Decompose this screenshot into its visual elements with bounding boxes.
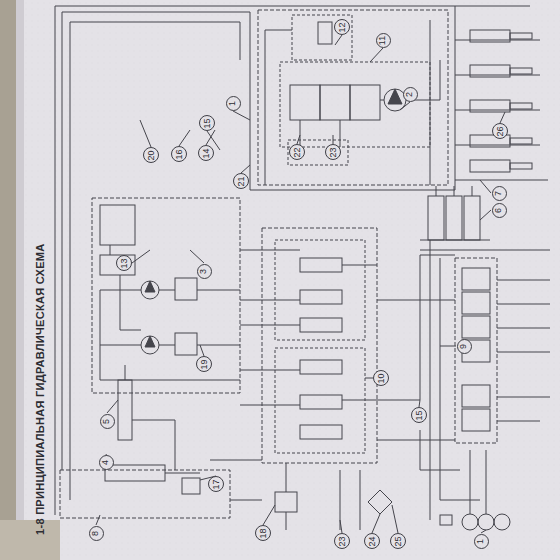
callout-text: 13 bbox=[119, 258, 128, 268]
callout-text: 4 bbox=[101, 459, 110, 464]
callout-text: 15 bbox=[414, 410, 423, 420]
callout-number: 1 bbox=[474, 534, 489, 549]
callout-text: 7 bbox=[494, 190, 503, 195]
callout-text: 9 bbox=[459, 343, 468, 348]
callout-number: 2 bbox=[403, 87, 418, 102]
callout-number: 14 bbox=[198, 145, 214, 161]
callout-text: 5 bbox=[102, 418, 111, 423]
callout-number: 5 bbox=[100, 414, 115, 429]
callout-text: 15 bbox=[202, 118, 211, 128]
callout-text: 23 bbox=[337, 536, 346, 546]
callout-text: 12 bbox=[337, 22, 346, 32]
callout-text: 16 bbox=[174, 149, 183, 159]
callout-text: 22 bbox=[292, 147, 301, 157]
callout-number: 8 bbox=[89, 526, 104, 541]
callout-text: 24 bbox=[367, 536, 376, 546]
callout-text: 10 bbox=[376, 373, 385, 383]
book-corner bbox=[0, 520, 60, 560]
callout-number: 23 bbox=[325, 144, 341, 160]
callout-number: 13 bbox=[116, 255, 132, 271]
callout-number: 4 bbox=[99, 455, 114, 470]
callout-text: 18 bbox=[258, 528, 267, 538]
callout-number: 11 bbox=[376, 33, 391, 48]
callout-number: 21 bbox=[233, 173, 249, 189]
callout-text: 23 bbox=[328, 147, 337, 157]
page-gutter bbox=[16, 0, 24, 560]
callout-text: 8 bbox=[91, 530, 100, 535]
callout-text: 11 bbox=[379, 35, 388, 44]
callout-number: 12 bbox=[334, 19, 350, 35]
callout-text: 17 bbox=[211, 479, 220, 489]
callout-number: 20 bbox=[143, 147, 159, 163]
callout-number: 15 bbox=[411, 407, 427, 423]
callout-text: 6 bbox=[494, 207, 503, 212]
callout-text: 3 bbox=[199, 268, 208, 273]
callout-number: 24 bbox=[364, 533, 380, 549]
callout-number: 16 bbox=[171, 146, 187, 162]
callout-number: 10 bbox=[373, 370, 389, 386]
callout-number: 15 bbox=[199, 115, 215, 131]
callout-text: 19 bbox=[199, 359, 208, 369]
callout-number: 6 bbox=[492, 203, 507, 218]
callout-text: 14 bbox=[201, 148, 210, 158]
callout-text: 25 bbox=[393, 536, 402, 546]
callout-text: 1 bbox=[228, 100, 237, 105]
callout-number: 17 bbox=[208, 476, 224, 492]
callout-text: 20 bbox=[146, 150, 155, 160]
callout-text: 21 bbox=[236, 176, 245, 186]
callout-number: 3 bbox=[197, 264, 212, 279]
callout-number: 18 bbox=[255, 525, 271, 541]
callout-number: 23 bbox=[334, 533, 350, 549]
page-title: 1-8 ПРИНЦИПИАЛЬНАЯ ГИДРАВЛИЧЕСКАЯ СХЕМА bbox=[34, 243, 46, 535]
callout-number: 26 bbox=[492, 123, 508, 139]
callout-number: 7 bbox=[492, 186, 507, 201]
callout-text: 2 bbox=[405, 91, 414, 96]
callout-number: 9 bbox=[457, 339, 472, 354]
circuit-lines bbox=[55, 6, 550, 533]
callout-text: 26 bbox=[495, 126, 504, 136]
callout-text: 1 bbox=[476, 538, 485, 543]
callout-number: 22 bbox=[289, 144, 305, 160]
table-edge bbox=[0, 0, 16, 560]
callout-number: 25 bbox=[390, 533, 406, 549]
callout-number: 19 bbox=[196, 356, 212, 372]
callout-number: 1 bbox=[226, 96, 241, 111]
